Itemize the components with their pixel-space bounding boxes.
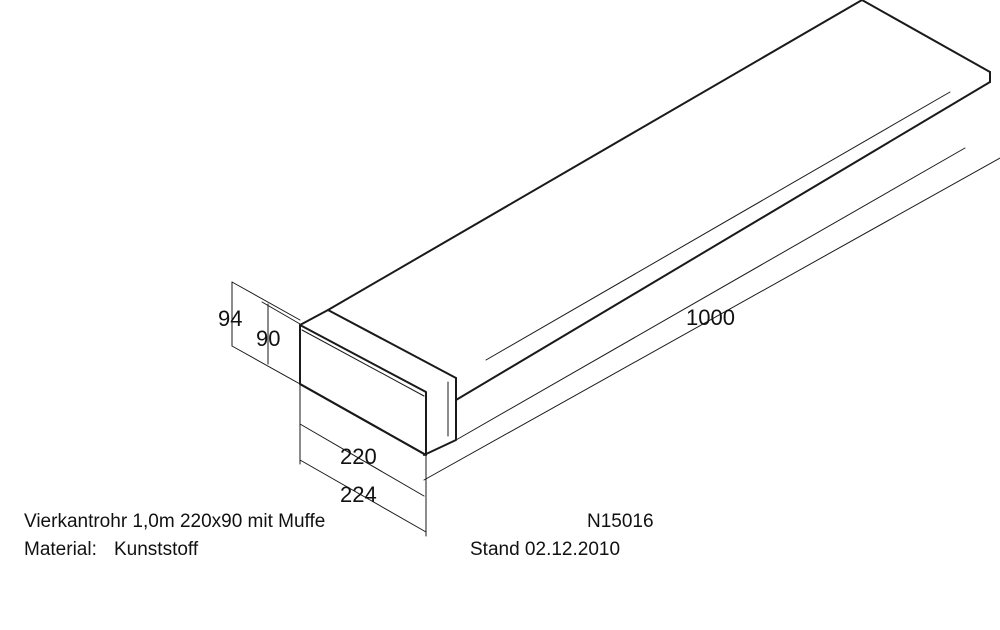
width-dimensions — [299, 383, 427, 537]
pipe-side-bottom-edge — [455, 147, 966, 441]
dim-90-ext-top — [261, 301, 301, 325]
caption-stand: Stand 02.12.2010 — [470, 539, 621, 560]
pipe-top-hidden-line — [485, 91, 951, 361]
dim-1000-label: 1000 — [686, 305, 735, 330]
pipe-bottom-right-edge — [455, 81, 991, 401]
caption-title: Vierkantrohr 1,0m 220x90 mit Muffe — [24, 511, 326, 532]
caption-part-number: N15016 — [587, 511, 654, 532]
pipe-top-right-edge — [861, 0, 991, 73]
socket — [299, 309, 457, 456]
caption-material-value: Kunststoff — [114, 539, 199, 560]
pipe-top-left-edge — [327, 0, 863, 311]
dim-94-label: 94 — [218, 306, 242, 331]
socket-right-edge — [423, 377, 457, 456]
dim-220-line — [299, 423, 425, 497]
socket-top-edge — [299, 309, 457, 379]
dim-224-label: 224 — [340, 482, 377, 507]
dim-1000-line — [423, 157, 1000, 481]
height-dimensions — [231, 281, 301, 385]
dim-220-label: 220 — [340, 444, 377, 469]
dim-90-label: 90 — [256, 326, 280, 351]
dim-224-line — [299, 459, 427, 533]
front-face-inner-top — [301, 329, 425, 397]
dim-94-ext-top — [231, 281, 301, 321]
front-face-bottom-edge — [299, 383, 427, 456]
caption-material-label: Material: — [24, 539, 97, 560]
pipe-body — [327, 0, 991, 441]
length-dimension — [423, 157, 1000, 481]
dim-94-ext-bottom — [231, 345, 301, 385]
